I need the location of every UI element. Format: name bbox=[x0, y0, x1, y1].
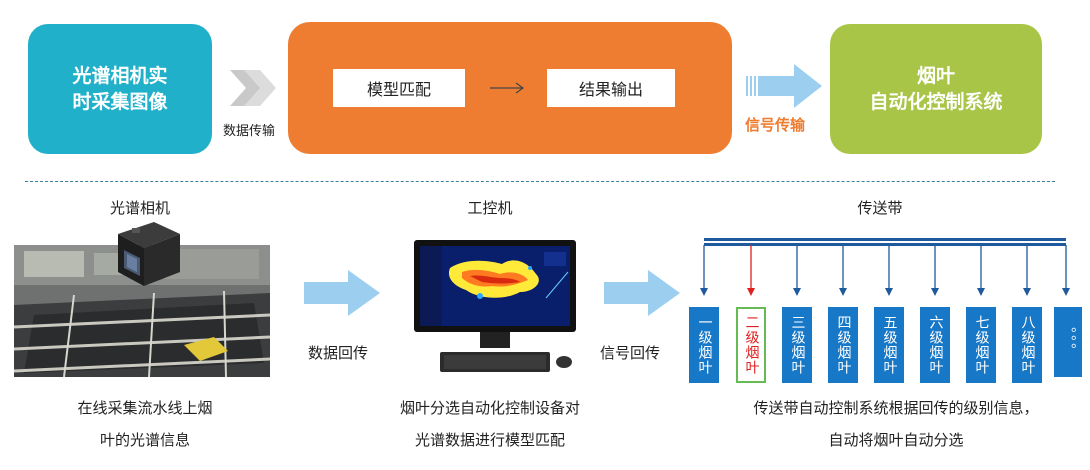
camera-caption: 在线采集流水线上烟 叶的光谱信息 bbox=[40, 392, 250, 456]
control-system-label: 烟叶 自动化控制系统 bbox=[869, 65, 1003, 113]
grade-box-1: 一级烟叶 bbox=[689, 307, 719, 383]
data-transfer-label: 数据传输 bbox=[223, 124, 276, 139]
grade-box-3: 三级烟叶 bbox=[782, 307, 812, 383]
camera-caption-line-2: 叶的光谱信息 bbox=[99, 431, 190, 449]
data-return-label: 数据回传 bbox=[308, 344, 369, 362]
signal-transfer-label: 信号传输 bbox=[745, 116, 806, 134]
camera-section-title: 光谱相机 bbox=[109, 199, 170, 217]
data-return-arrow-icon bbox=[304, 270, 380, 316]
camera-capture-box: 光谱相机实 时采集图像 bbox=[28, 24, 212, 154]
grade-box-8: 八级烟叶 bbox=[1012, 307, 1042, 383]
ipc-section-title: 工控机 bbox=[467, 199, 513, 217]
signal-arrow-icon bbox=[746, 64, 822, 108]
grade-box-6: 六级烟叶 bbox=[920, 307, 950, 383]
double-chevron-icon bbox=[230, 70, 276, 106]
signal-return-arrow-icon bbox=[604, 270, 680, 316]
control-system-box: 烟叶 自动化控制系统 bbox=[830, 24, 1042, 154]
signal-return-label: 信号回传 bbox=[600, 344, 661, 362]
ipc-caption-line-1: 烟叶分选自动化控制设备对 bbox=[399, 399, 580, 417]
conveyor-caption: 传送带自动控制系统根据回传的级别信息， 自动将烟叶自动分选 bbox=[716, 392, 1076, 456]
model-match-box: 模型匹配 bbox=[333, 69, 465, 107]
grade-box-7: 七级烟叶 bbox=[966, 307, 996, 383]
spectral-camera-icon bbox=[118, 222, 180, 286]
grade-box-more: 。。。 bbox=[1054, 307, 1082, 377]
arrow-right-icon bbox=[490, 82, 525, 94]
conveyor-belt-diagram bbox=[700, 238, 1070, 296]
camera-caption-line-1: 在线采集流水线上烟 bbox=[77, 399, 213, 417]
industrial-pc-icon bbox=[414, 240, 576, 372]
processing-box: 模型匹配 结果输出 bbox=[288, 22, 732, 154]
result-output-box: 结果输出 bbox=[547, 69, 675, 107]
grade-box-2-selected: 二级烟叶 bbox=[736, 307, 766, 383]
model-match-label: 模型匹配 bbox=[366, 80, 431, 99]
ipc-caption-line-2: 光谱数据进行模型匹配 bbox=[414, 431, 565, 449]
grade-box-4: 四级烟叶 bbox=[828, 307, 858, 383]
conveyor-caption-line-1: 传送带自动控制系统根据回传的级别信息， bbox=[753, 399, 1039, 417]
camera-capture-label: 光谱相机实 时采集图像 bbox=[72, 65, 168, 113]
result-output-label: 结果输出 bbox=[578, 80, 643, 99]
conveyor-section-title: 传送带 bbox=[857, 199, 903, 217]
grade-box-5: 五级烟叶 bbox=[874, 307, 904, 383]
dashed-divider bbox=[25, 181, 1055, 182]
ipc-caption: 烟叶分选自动化控制设备对 光谱数据进行模型匹配 bbox=[370, 392, 610, 456]
conveyor-caption-line-2: 自动将烟叶自动分选 bbox=[828, 431, 964, 449]
